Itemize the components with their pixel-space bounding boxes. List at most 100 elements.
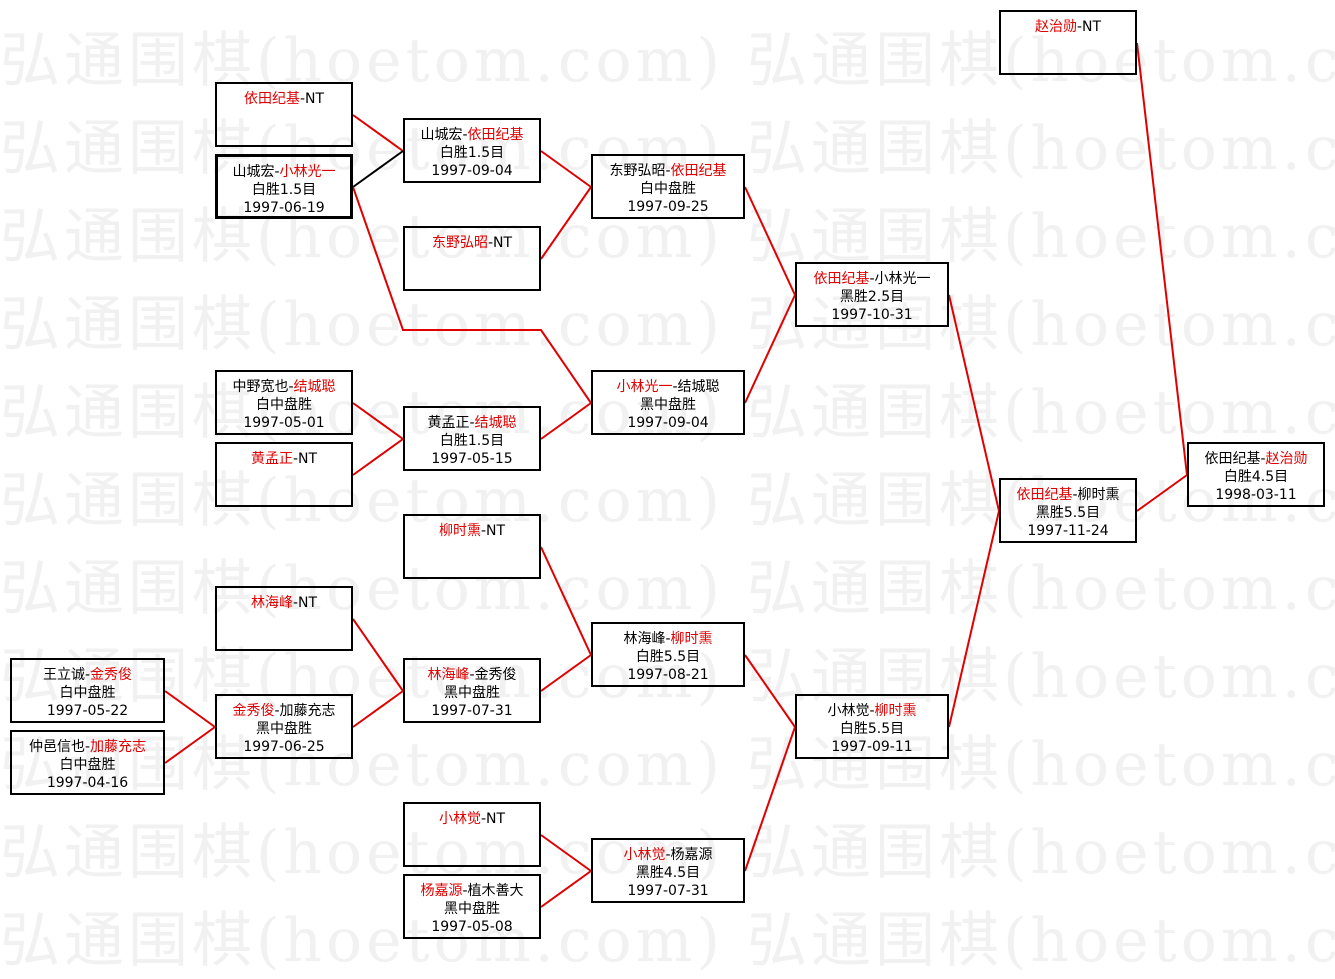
separator: - — [469, 415, 475, 431]
match-date: 1997-07-31 — [431, 703, 513, 719]
match-box: 依田纪基-NT — [215, 82, 353, 147]
match-result: 白胜1.5目 — [439, 145, 505, 161]
player-2: 柳时熏 — [670, 631, 713, 647]
connector-line — [540, 402, 592, 440]
connector-line — [352, 690, 404, 728]
match-date: 1997-05-15 — [431, 451, 513, 467]
match-result — [1001, 36, 1135, 54]
player-2: NT — [486, 523, 506, 539]
separator: - — [462, 883, 468, 899]
connector-line — [948, 294, 1000, 512]
match-date: 1997-08-21 — [627, 667, 709, 683]
match-players: 林海峰-柳时熏 — [593, 630, 743, 648]
match-players: 小林光一-结城聪 — [593, 378, 743, 396]
match-result: 白胜4.5目 — [1223, 469, 1289, 485]
separator: - — [487, 235, 494, 251]
separator: - — [869, 271, 875, 287]
separator: - — [665, 163, 671, 179]
match-result: 白中盘胜 — [640, 181, 696, 197]
player-1: 山城宏 — [232, 164, 275, 180]
player-1: 小林觉 — [438, 811, 481, 827]
connector-line-loser — [352, 150, 404, 188]
connector-line — [540, 150, 592, 188]
player-1: 小林觉 — [623, 847, 666, 863]
player-2: 柳时熏 — [874, 703, 917, 719]
match-date — [1001, 54, 1135, 72]
separator: - — [469, 667, 475, 683]
player-1: 小林光一 — [616, 379, 673, 395]
separator: - — [274, 703, 280, 719]
match-players: 小林觉-NT — [405, 810, 539, 828]
player-1: 东野弘昭 — [431, 235, 488, 251]
match-date: 1997-10-31 — [831, 307, 913, 323]
match-result: 白中盘胜 — [59, 757, 116, 773]
connector-line — [744, 726, 796, 872]
match-result: 白胜5.5目 — [635, 649, 701, 665]
player-1: 依田纪基 — [1016, 487, 1073, 503]
player-1: 仲邑信也 — [28, 739, 85, 755]
player-1: 黄孟正 — [427, 415, 470, 431]
match-box: 东野弘昭-NT — [403, 226, 541, 291]
player-1: 依田纪基 — [813, 271, 870, 287]
match-players: 林海峰-NT — [217, 594, 351, 612]
match-players: 东野弘昭-NT — [405, 234, 539, 252]
match-result — [405, 828, 539, 846]
connector-line — [1136, 42, 1188, 476]
match-date — [405, 270, 539, 288]
connector-line — [540, 654, 592, 692]
match-box: 赵治勋-NT — [999, 10, 1137, 75]
connector-line — [540, 546, 592, 656]
separator: - — [665, 631, 671, 647]
player-2: NT — [486, 811, 506, 827]
player-2: 加藤充志 — [90, 739, 147, 755]
separator: - — [84, 739, 91, 755]
match-players: 柳时熏-NT — [405, 522, 539, 540]
match-date: 1997-04-16 — [46, 775, 129, 791]
match-players: 王立诚-金秀俊 — [12, 666, 163, 684]
connector-line — [1136, 474, 1188, 512]
match-players: 赵治勋-NT — [1001, 18, 1135, 36]
connector-line — [540, 834, 592, 872]
match-result: 黑中盘胜 — [256, 721, 312, 737]
player-1: 赵治勋 — [1034, 19, 1077, 35]
connector-line — [744, 654, 796, 728]
player-2: 结城聪 — [474, 415, 517, 431]
separator: - — [274, 164, 280, 180]
player-2: 结城聪 — [677, 379, 720, 395]
match-result: 黑胜4.5目 — [635, 865, 701, 881]
separator: - — [292, 451, 299, 467]
player-1: 东野弘昭 — [609, 163, 666, 179]
player-1: 依田纪基 — [243, 91, 300, 107]
player-1: 柳时熏 — [438, 523, 481, 539]
player-1: 林海峰 — [623, 631, 666, 647]
match-box: 仲邑信也-加藤充志白中盘胜 1997-04-16 — [10, 730, 165, 795]
match-date: 1997-09-04 — [627, 415, 709, 431]
match-date: 1997-05-22 — [46, 703, 129, 719]
match-box: 林海峰-NT — [215, 586, 353, 651]
match-result: 黑胜5.5目 — [1035, 505, 1101, 521]
connector-line — [352, 186, 592, 404]
connector-line — [352, 114, 404, 152]
match-date — [405, 846, 539, 864]
player-2: NT — [1082, 19, 1102, 35]
match-players: 山城宏-依田纪基 — [405, 126, 539, 144]
player-2: 加藤充志 — [279, 703, 336, 719]
separator: - — [480, 523, 487, 539]
player-1: 林海峰 — [427, 667, 470, 683]
player-1: 中野宽也 — [232, 379, 289, 395]
player-1: 小林觉 — [827, 703, 870, 719]
connector-line — [164, 690, 216, 728]
connector-line — [352, 618, 404, 692]
match-date: 1997-06-25 — [243, 739, 325, 755]
match-box: 柳时熏-NT — [403, 514, 541, 579]
match-result — [217, 468, 351, 486]
